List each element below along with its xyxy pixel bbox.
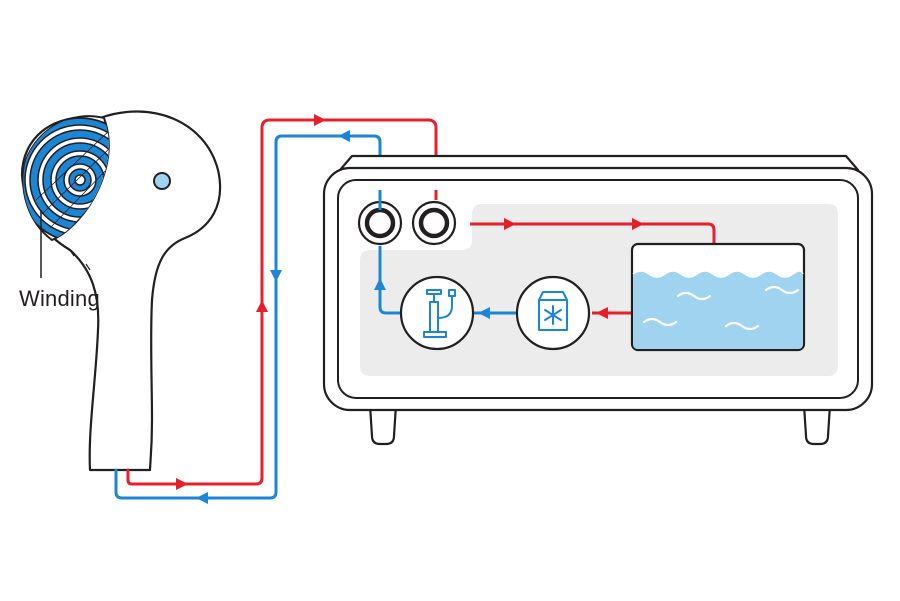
inlet-port-icon xyxy=(357,200,403,246)
cold-arrow-1 xyxy=(196,492,208,504)
cold-arrow-3 xyxy=(338,130,350,142)
outlet-port-icon xyxy=(411,200,457,246)
hot-arrow-2 xyxy=(256,300,268,312)
handpiece-button xyxy=(153,172,171,190)
pump-to-inlet-arrow xyxy=(374,278,386,290)
internal-hot-arrow-2 xyxy=(632,218,644,230)
water-tank-icon xyxy=(630,242,806,352)
cooler-to-pump-arrow xyxy=(478,307,490,319)
unit-leg-right xyxy=(802,403,832,446)
hot-arrow-1 xyxy=(176,478,188,490)
cold-arrow-2 xyxy=(270,270,282,282)
cooling-unit xyxy=(322,154,874,446)
hot-arrow-3 xyxy=(314,114,326,126)
internal-hot-arrow-1 xyxy=(504,218,516,230)
unit-leg-left xyxy=(368,403,398,446)
pump-icon xyxy=(399,275,475,351)
winding-label: Winding xyxy=(19,286,100,311)
cooler-snowflake-icon xyxy=(515,275,591,351)
internal-hot-line xyxy=(470,222,716,244)
cold-supply-line xyxy=(114,134,382,500)
tank-to-cooler-arrow xyxy=(596,307,608,319)
handpiece xyxy=(20,110,222,472)
pump-to-inlet-line xyxy=(378,246,402,315)
